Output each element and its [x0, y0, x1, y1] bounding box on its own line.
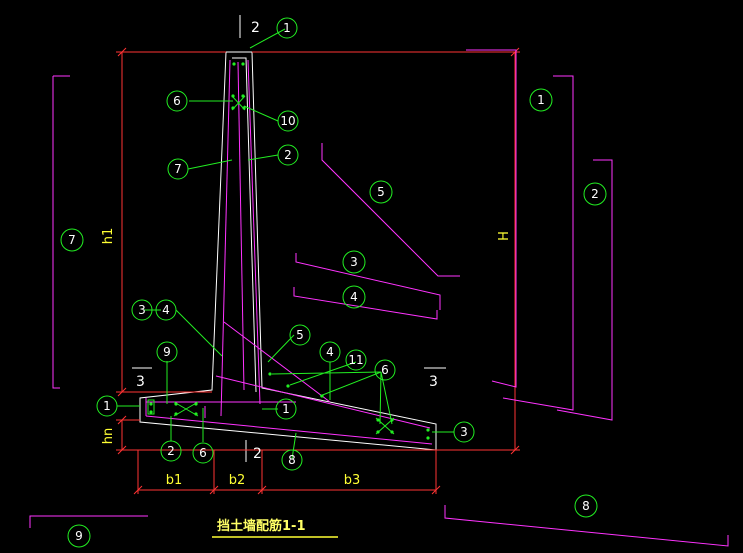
svg-text:3: 3 — [350, 255, 358, 269]
svg-text:5: 5 — [296, 328, 304, 342]
bar-detail-4: 4 — [342, 285, 366, 309]
svg-text:4: 4 — [350, 290, 358, 304]
svg-text:7: 7 — [174, 162, 182, 176]
toe-stirrup-box — [147, 399, 155, 415]
svg-text:1: 1 — [282, 402, 290, 416]
section-mark-left: 3 — [136, 374, 145, 390]
svg-text:6: 6 — [381, 363, 389, 377]
bar2b-detail — [556, 159, 613, 421]
dim-H-line — [252, 47, 520, 455]
callout-c11: 11 — [345, 349, 367, 371]
leaders — [117, 28, 454, 460]
drawing-title: 挡土墙配筋1-1 — [217, 518, 306, 534]
toe-bottom-rebar — [145, 415, 433, 445]
dim-h1-label: h1 — [101, 228, 116, 245]
callout-c4-left: 4 — [155, 299, 177, 321]
callout-c5-heel: 5 — [289, 324, 311, 346]
dim-H-label: H — [497, 231, 512, 241]
stem-inner-outline — [232, 57, 257, 393]
bar-detail-9: 9 — [67, 524, 91, 548]
svg-text:6: 6 — [199, 446, 207, 460]
bar4-detail — [293, 287, 438, 320]
svg-text:8: 8 — [582, 499, 590, 513]
bar1-detail — [466, 49, 517, 388]
bar-detail-2: 2 — [583, 182, 607, 206]
svg-text:1: 1 — [103, 399, 111, 413]
heel-diagonal-rebar — [223, 321, 331, 403]
dim-b-line — [133, 450, 441, 495]
svg-text:2: 2 — [167, 444, 175, 458]
callout-c2-stem: 2 — [277, 144, 299, 166]
svg-text:1: 1 — [283, 21, 291, 35]
stem-rebar-back — [247, 59, 261, 405]
bar2-detail — [502, 75, 574, 411]
bar7-detail — [52, 75, 70, 389]
bar9-detail — [29, 515, 148, 528]
svg-text:2: 2 — [284, 148, 292, 162]
svg-text:1: 1 — [537, 93, 545, 107]
svg-text:11: 11 — [348, 353, 363, 367]
bar3-detail — [295, 253, 441, 310]
bar-detail-3: 3 — [342, 250, 366, 274]
svg-text:7: 7 — [68, 233, 76, 247]
section-mark-top: 2 — [251, 20, 260, 36]
dim-hn-line — [116, 415, 436, 455]
callout-c6-heel: 6 — [374, 359, 396, 381]
wall-outline — [139, 51, 437, 451]
dim-hn-label: hn — [101, 428, 116, 444]
svg-text:4: 4 — [326, 345, 334, 359]
stirrup-x-toe — [173, 401, 199, 417]
callout-c3-right: 3 — [453, 421, 475, 443]
svg-text:8: 8 — [288, 453, 296, 467]
bar5-detail — [321, 143, 460, 277]
section-mark-right: 3 — [429, 374, 438, 390]
bar-detail-1: 1 — [529, 88, 553, 112]
svg-text:6: 6 — [173, 94, 181, 108]
callout-c2-bottom: 2 — [160, 440, 182, 462]
svg-text:3: 3 — [138, 303, 146, 317]
callout-c10: 10 — [277, 110, 299, 132]
dim-b1-label: b1 — [166, 473, 183, 488]
bar-detail-7: 7 — [60, 228, 84, 252]
svg-text:3: 3 — [460, 425, 468, 439]
base-stirrup — [145, 398, 206, 418]
dim-h1-line — [116, 47, 226, 397]
svg-text:10: 10 — [280, 114, 295, 128]
svg-text:4: 4 — [162, 303, 170, 317]
bar8-detail — [444, 505, 729, 547]
stem-rebar-front — [220, 59, 231, 417]
callout-c1-mid: 1 — [275, 398, 297, 420]
stirrup-x-top — [231, 95, 246, 111]
bar-detail-8: 8 — [574, 494, 598, 518]
callout-c8-bottom: 8 — [281, 449, 303, 471]
svg-text:5: 5 — [377, 185, 385, 199]
bar-detail-5: 5 — [369, 180, 393, 204]
callout-c9-top: 9 — [156, 341, 178, 363]
callout-c1-left: 1 — [96, 395, 118, 417]
callout-c6-bottom: 6 — [192, 442, 214, 464]
dim-b2-label: b2 — [229, 473, 246, 488]
stem-rebar-mid — [237, 61, 245, 391]
svg-text:2: 2 — [591, 187, 599, 201]
heel-top-rebar — [215, 375, 431, 429]
section-mark-bottom: 2 — [253, 446, 262, 462]
callout-c7-stem: 7 — [167, 158, 189, 180]
callout-c1-top: 1 — [276, 17, 298, 39]
callout-c6-top: 6 — [166, 90, 188, 112]
callout-c4-heel: 4 — [319, 341, 341, 363]
dim-b3-label: b3 — [344, 473, 361, 488]
svg-text:9: 9 — [75, 529, 83, 543]
svg-text:9: 9 — [163, 345, 171, 359]
callout-c3-left: 3 — [131, 299, 153, 321]
